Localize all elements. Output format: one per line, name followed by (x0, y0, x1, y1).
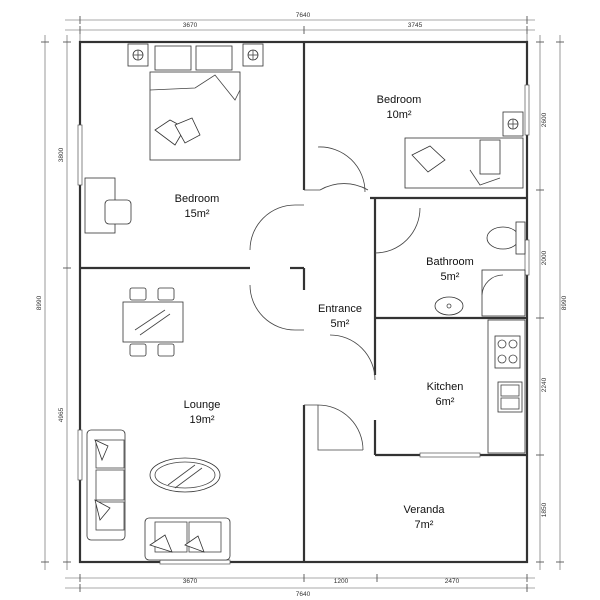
room-name-kitchen: Kitchen (427, 381, 464, 393)
windows (77, 84, 530, 565)
coffee-table (149, 457, 221, 493)
room-name-bathroom: Bathroom (426, 256, 474, 268)
sink (434, 296, 464, 316)
shower (481, 269, 526, 317)
room-name-veranda: Veranda (404, 504, 446, 516)
room-area-bedroom-main: 15m² (184, 208, 209, 220)
dimension-left: 8990 3800 4965 (36, 35, 71, 570)
dining-table (122, 287, 184, 357)
room-area-veranda: 7m² (415, 519, 434, 531)
room-area-bedroom-small: 10m² (386, 109, 411, 121)
room-area-bathroom: 5m² (441, 271, 460, 283)
dimension-right: 2600 2000 2240 1850 8990 (536, 35, 568, 570)
dim-right-seg1: 2600 (541, 112, 548, 127)
room-name-entrance: Entrance (318, 303, 362, 315)
desk (84, 177, 132, 234)
dim-bottom-left: 3670 (183, 578, 198, 585)
dim-top-right: 3745 (408, 22, 423, 29)
room-area-entrance: 5m² (331, 318, 350, 330)
dim-top-left: 3670 (183, 22, 198, 29)
dim-bottom-right: 2470 (445, 578, 460, 585)
kitchen-counter (487, 319, 526, 454)
sofa-bottom (144, 517, 231, 561)
dim-top-total: 7640 (296, 12, 311, 19)
dim-right-seg2: 2000 (541, 250, 548, 265)
doors (249, 146, 421, 451)
dim-bottom-total: 7640 (296, 591, 311, 598)
room-name-bedroom-small: Bedroom (377, 94, 422, 106)
dim-left-lower: 4965 (58, 407, 65, 422)
toilet (486, 221, 526, 255)
room-name-lounge: Lounge (184, 399, 221, 411)
dim-bottom-mid: 1200 (334, 578, 349, 585)
double-bed (127, 43, 264, 161)
dimension-bottom: 3670 1200 2470 7640 (65, 574, 535, 598)
room-area-kitchen: 6m² (436, 396, 455, 408)
dim-right-total: 8990 (561, 295, 568, 310)
dimension-top: 7640 3670 3745 (65, 12, 535, 42)
single-bed (404, 111, 524, 189)
sofa-left (86, 429, 126, 541)
dim-left-total: 8990 (36, 295, 43, 310)
dim-right-seg4: 1850 (541, 502, 548, 517)
room-name-bedroom-main: Bedroom (175, 193, 220, 205)
room-area-lounge: 19m² (189, 414, 214, 426)
dim-right-seg3: 2240 (541, 377, 548, 392)
dim-left-upper: 3800 (58, 147, 65, 162)
